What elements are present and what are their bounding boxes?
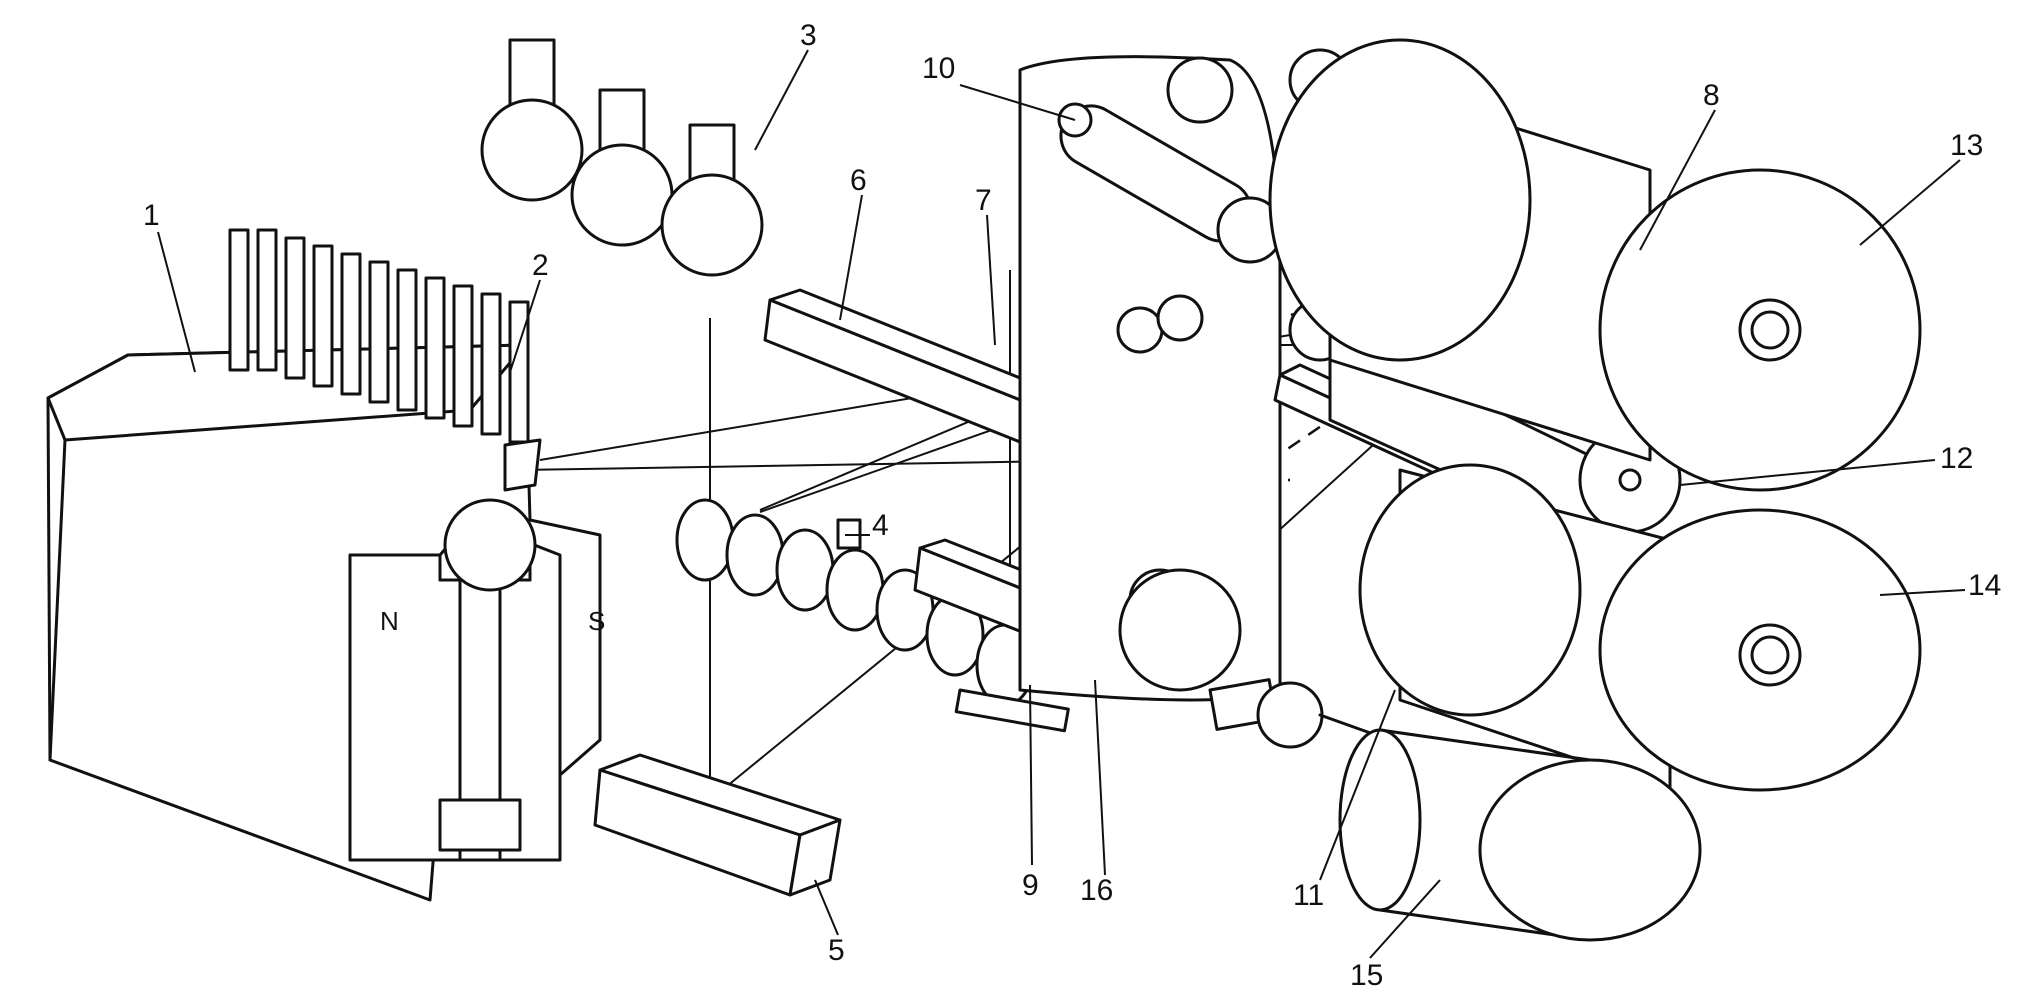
lower-roller bbox=[1118, 568, 1392, 749]
frame-plate bbox=[1018, 48, 1352, 702]
label-12: 12 bbox=[1940, 442, 1973, 475]
galvanometer-elements bbox=[228, 228, 542, 592]
label-2: 2 bbox=[532, 249, 549, 282]
base-prism bbox=[593, 753, 842, 897]
label-14: 14 bbox=[1968, 569, 2001, 602]
label-11: 11 bbox=[1293, 879, 1324, 912]
label-13: 13 bbox=[1950, 129, 1983, 162]
north-pole-label: N bbox=[380, 606, 399, 636]
label-6: 6 bbox=[850, 164, 867, 197]
label-1: 1 bbox=[143, 199, 160, 232]
lamp bbox=[570, 88, 674, 247]
label-10: 10 bbox=[922, 52, 955, 85]
label-15: 15 bbox=[1350, 959, 1383, 992]
upper-reel bbox=[1268, 38, 1922, 492]
part-labels: 1 2 3 4 5 6 7 8 9 10 11 12 13 14 15 16 bbox=[143, 19, 2001, 992]
lamp bbox=[660, 123, 764, 277]
label-16: 16 bbox=[1080, 874, 1113, 907]
label-7: 7 bbox=[975, 184, 992, 217]
leader-lines bbox=[157, 49, 1966, 959]
label-8: 8 bbox=[1703, 79, 1720, 112]
label-3: 3 bbox=[800, 19, 817, 52]
lamp bbox=[480, 38, 584, 202]
lower-reel bbox=[1358, 463, 1922, 792]
label-9: 9 bbox=[1022, 869, 1039, 902]
south-pole-label: S bbox=[588, 606, 605, 636]
label-5: 5 bbox=[828, 934, 845, 967]
lamps bbox=[480, 38, 764, 277]
lens-discs bbox=[675, 498, 1035, 707]
label-4: 4 bbox=[872, 509, 889, 542]
